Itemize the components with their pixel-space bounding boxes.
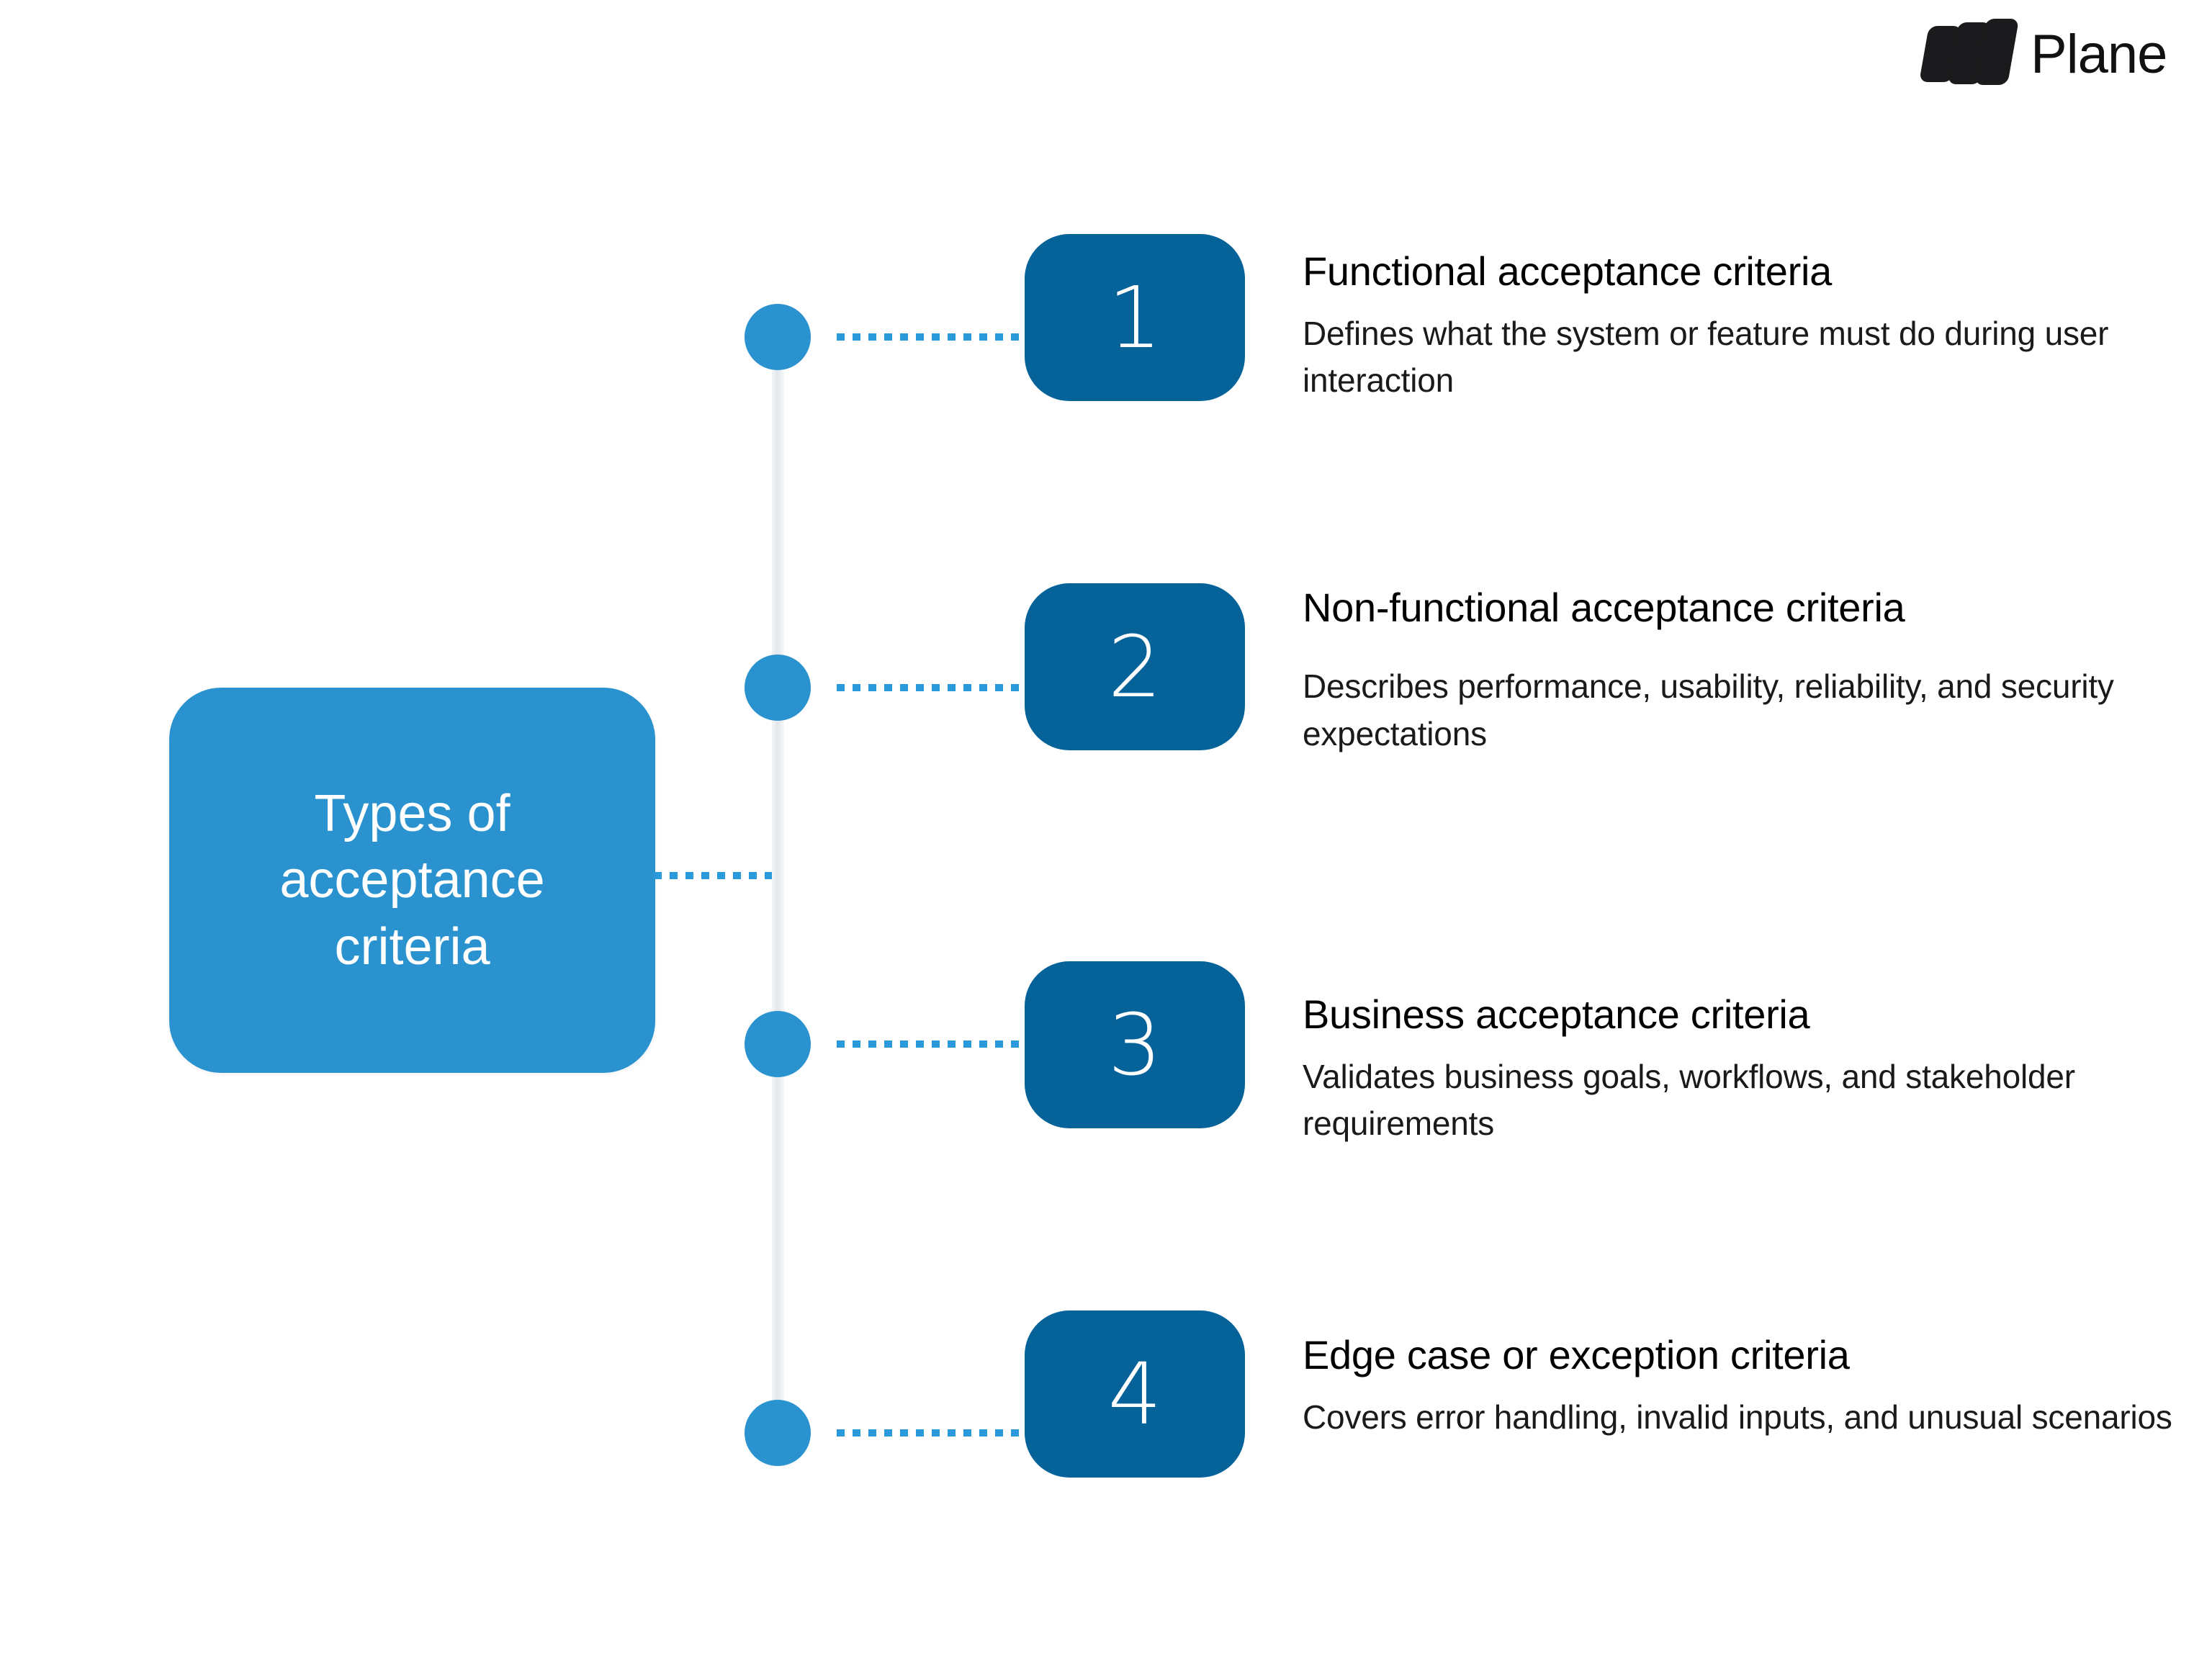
criteria-number-3: 3 <box>1107 995 1162 1094</box>
criteria-number-2: 2 <box>1107 617 1162 716</box>
connector-node-2 <box>837 684 1038 691</box>
timeline-node-3 <box>745 1011 811 1077</box>
criteria-text-block-3: Business acceptance criteria Validates b… <box>1303 987 2212 1148</box>
criteria-number-badge-3: 3 <box>1025 961 1245 1128</box>
criteria-text-block-1: Functional acceptance criteria Defines w… <box>1303 244 2212 405</box>
criteria-number-badge-1: 1 <box>1025 234 1245 401</box>
criteria-number-1: 1 <box>1107 268 1162 367</box>
connector-node-3 <box>837 1040 1038 1048</box>
plane-logo-icon <box>1919 19 2020 91</box>
timeline-node-4 <box>745 1400 811 1466</box>
connector-node-1 <box>837 333 1038 341</box>
brand-logo: Plane <box>1919 19 2167 91</box>
criteria-description-3: Validates business goals, workflows, and… <box>1303 1058 2075 1143</box>
criteria-description-4: Covers error handling, invalid inputs, a… <box>1303 1398 2172 1437</box>
criteria-description-1: Defines what the system or feature must … <box>1303 315 2109 400</box>
criteria-text-block-4: Edge case or exception criteria Covers e… <box>1303 1328 2212 1441</box>
title-card: Types of acceptance criteria <box>169 688 655 1073</box>
connector-node-4 <box>837 1429 1038 1437</box>
criteria-description-2: Describes performance, usability, reliab… <box>1303 667 2114 752</box>
criteria-number-badge-4: 4 <box>1025 1310 1245 1478</box>
criteria-text-block-2: Non-functional acceptance criteria Descr… <box>1303 576 2212 757</box>
criteria-number-badge-2: 2 <box>1025 583 1245 750</box>
criteria-heading-2: Non-functional acceptance criteria <box>1303 585 1905 630</box>
timeline-spine <box>772 337 784 1435</box>
connector-title-to-spine <box>654 872 783 879</box>
criteria-heading-3: Business acceptance criteria <box>1303 992 1810 1037</box>
criteria-heading-4: Edge case or exception criteria <box>1303 1332 1850 1377</box>
criteria-number-4: 4 <box>1107 1344 1162 1444</box>
timeline-node-2 <box>745 655 811 721</box>
criteria-heading-1: Functional acceptance criteria <box>1303 248 1832 294</box>
title-card-label: Types of acceptance criteria <box>279 785 545 976</box>
timeline-node-1 <box>745 304 811 370</box>
brand-name: Plane <box>2031 24 2167 85</box>
